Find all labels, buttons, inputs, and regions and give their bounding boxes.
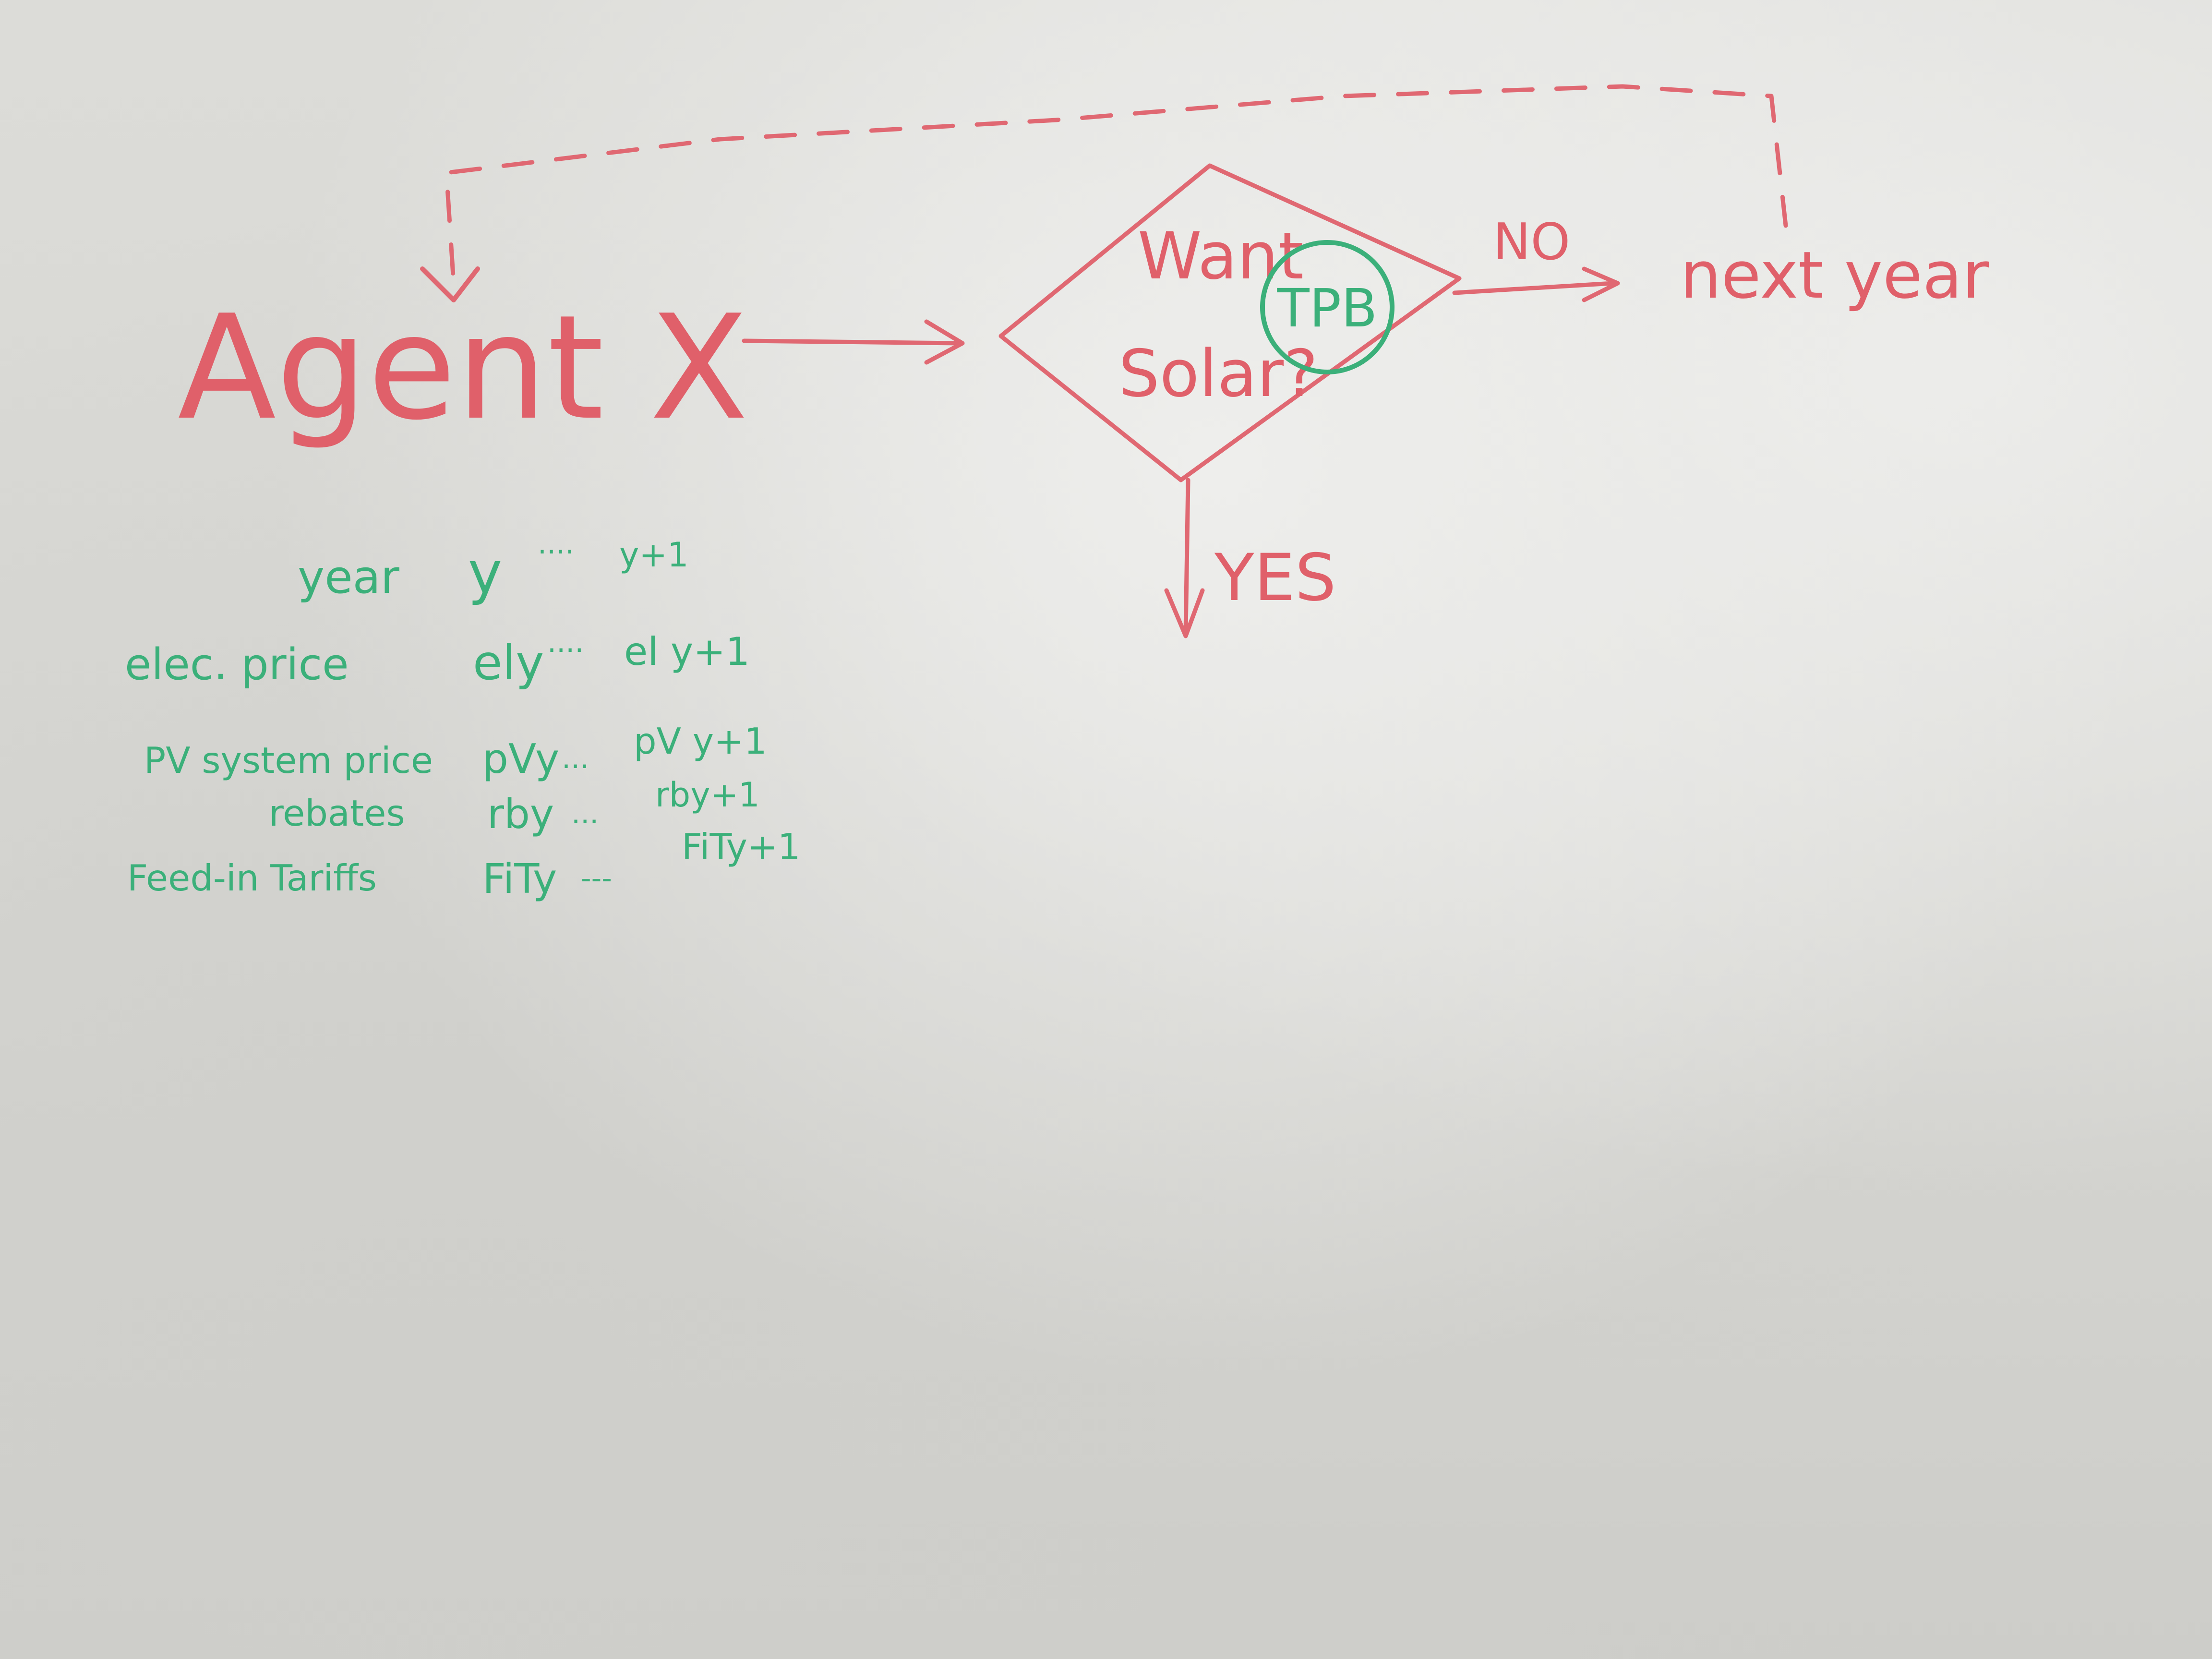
arrow-yes-head bbox=[1164, 588, 1205, 638]
variable-sep: ... bbox=[571, 797, 599, 830]
next-year-label: next year bbox=[1680, 238, 1989, 313]
arrow-no-head bbox=[1582, 266, 1620, 302]
arrow-yes bbox=[1183, 478, 1190, 636]
no-label: NO bbox=[1493, 213, 1570, 271]
yes-label: YES bbox=[1214, 540, 1336, 615]
feedback-loop-dashed-arrow bbox=[444, 84, 1788, 286]
tpb-badge-text: TPB bbox=[1277, 277, 1378, 339]
variable-next: el y+1 bbox=[624, 629, 750, 674]
decision-text-line2: Solar? bbox=[1118, 336, 1318, 411]
variables-table: year y ···· y+1 elec. price ely ···· el … bbox=[125, 535, 801, 903]
variable-sep: ... bbox=[562, 742, 589, 775]
decision-text-line1: Want bbox=[1138, 218, 1304, 294]
variable-current: y bbox=[468, 540, 502, 607]
variable-next: pV y+1 bbox=[634, 720, 767, 762]
variable-current: rby bbox=[487, 791, 554, 838]
variable-next: y+1 bbox=[619, 535, 689, 575]
arrow-no bbox=[1452, 281, 1615, 295]
variable-sep: --- bbox=[581, 862, 612, 895]
tpb-badge-circle bbox=[1260, 240, 1395, 374]
variable-sep: ···· bbox=[547, 634, 584, 667]
variable-name: PV system price bbox=[144, 739, 433, 781]
variable-name: year bbox=[298, 551, 400, 604]
arrow-agent-to-decision-head bbox=[924, 319, 965, 365]
variable-name: Feed-in Tariffs bbox=[127, 857, 377, 899]
variable-current: FiTy bbox=[482, 855, 557, 903]
feedback-loop-arrowhead bbox=[420, 266, 480, 302]
agent-label: Agent X bbox=[178, 284, 748, 452]
variable-next: rby+1 bbox=[655, 775, 760, 815]
variable-name: elec. price bbox=[125, 639, 349, 690]
variable-sep: ···· bbox=[538, 535, 574, 569]
variable-current: pVy bbox=[482, 735, 559, 783]
variable-current: ely bbox=[473, 635, 544, 691]
arrow-agent-to-decision bbox=[742, 338, 962, 346]
decision-diamond bbox=[998, 163, 1462, 482]
variable-next: FiTy+1 bbox=[682, 826, 801, 868]
variable-name: rebates bbox=[269, 792, 405, 834]
